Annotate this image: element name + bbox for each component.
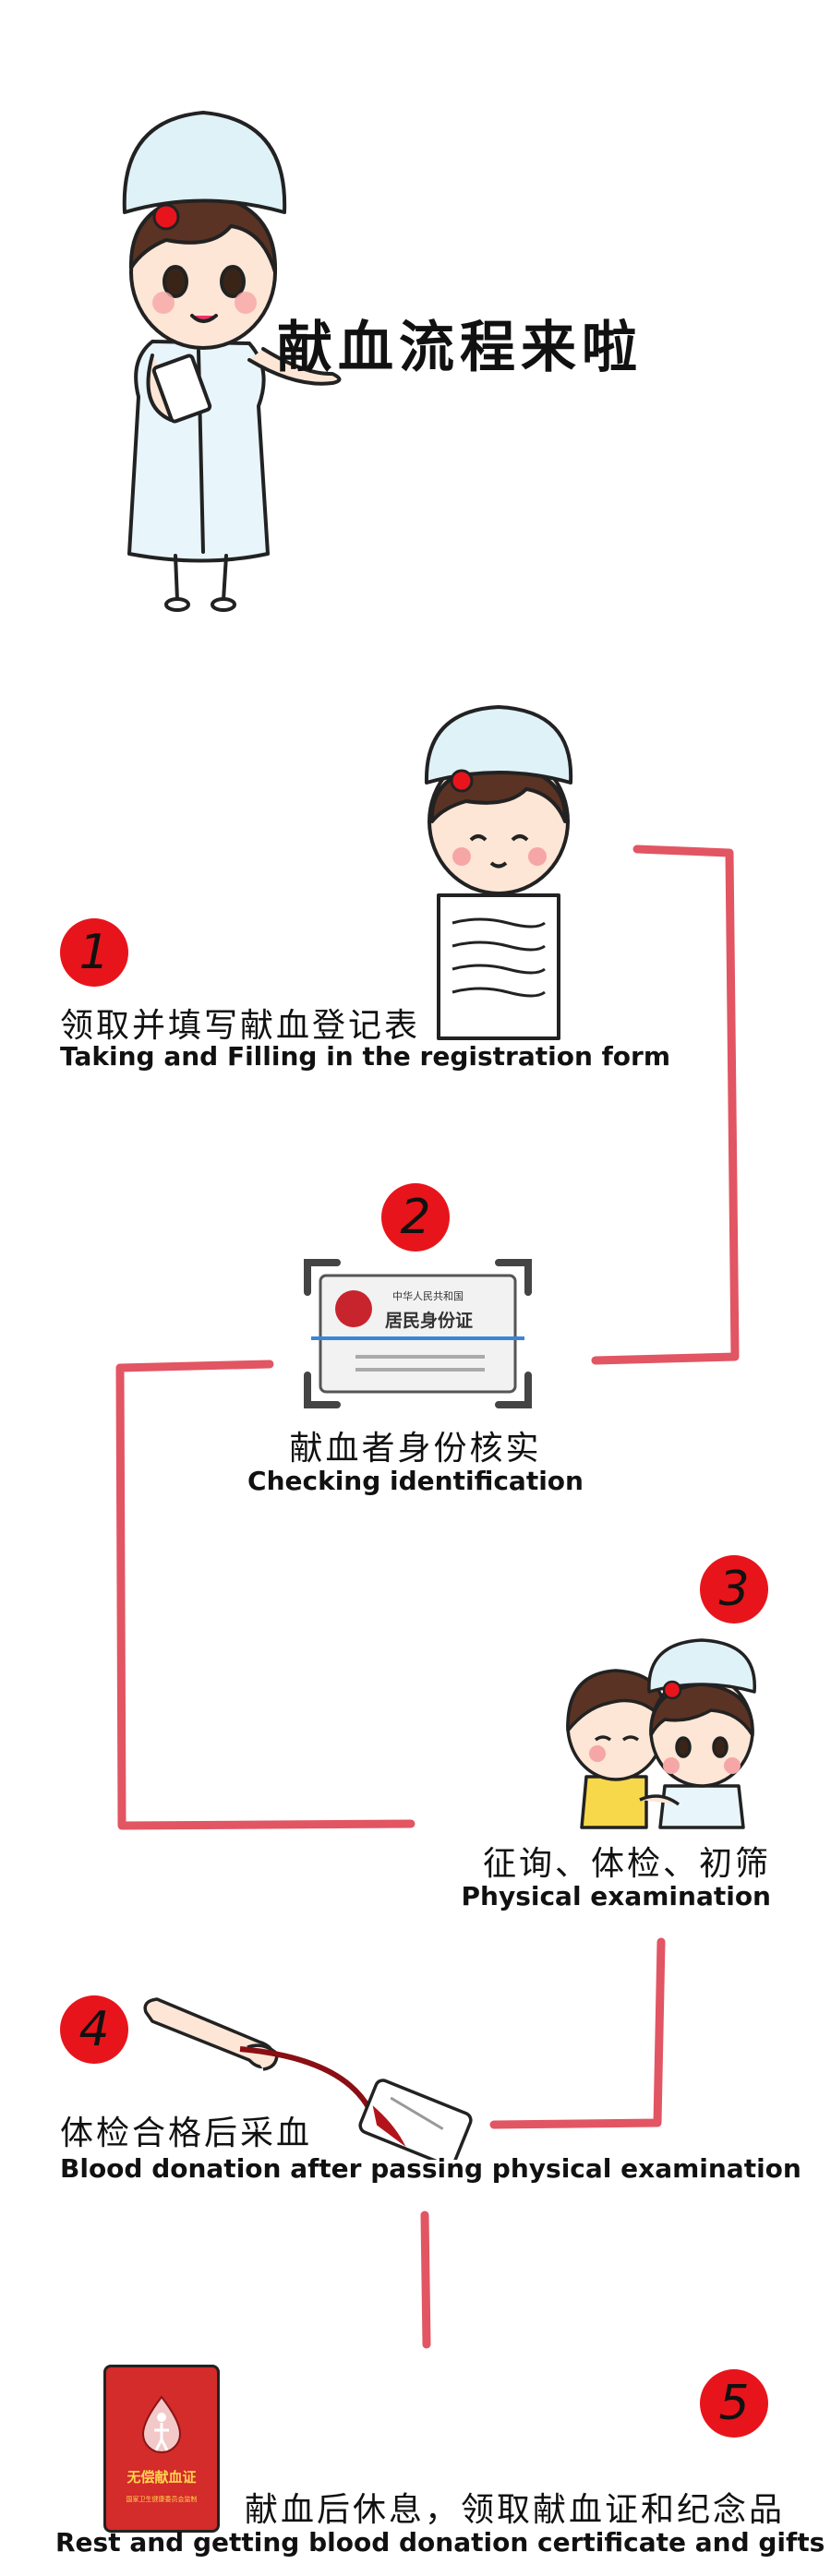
scan-frame-icon: [304, 1259, 532, 1408]
step-4-number: 4: [60, 1995, 128, 2064]
connector-3-4: [489, 1937, 666, 2129]
step-3-title-zh: 征询、体检、初筛: [482, 1845, 771, 1883]
connector-4-5: [420, 2211, 431, 2349]
page-title: 献血流程来啦: [277, 316, 643, 380]
step-5-title-en: Rest and getting blood donation certific…: [55, 2527, 825, 2558]
step-2-number: 2: [381, 1183, 450, 1252]
blood-donation-certificate-icon: 无偿献血证 国家卫生健康委员会监制: [103, 2365, 220, 2533]
nurse-checking-donor-illustration: [566, 1638, 756, 1829]
connector-1-2: [591, 845, 740, 1365]
certificate-subtitle: 国家卫生健康委员会监制: [126, 2496, 198, 2503]
id-card-scan-illustration: 中华人民共和国 居民身份证: [300, 1255, 536, 1412]
step-1-title-zh: 领取并填写献血登记表: [60, 1007, 421, 1045]
step-2-title-en: Checking identification: [247, 1466, 584, 1496]
id-card-country: 中华人民共和国: [392, 1290, 464, 1302]
nurse-mascot-illustration: [122, 111, 342, 612]
step-3-title-en: Physical examination: [461, 1881, 771, 1911]
step-4-title-en: Blood donation after passing physical ex…: [60, 2153, 801, 2184]
step-1-number: 1: [60, 918, 128, 987]
arm-and-blood-bag-illustration: [143, 1997, 473, 2160]
step-5-title-zh: 献血后休息，领取献血证和纪念品: [245, 2491, 786, 2529]
id-card-title: 居民身份证: [385, 1311, 474, 1331]
step-2-title-zh: 献血者身份核实: [289, 1430, 542, 1468]
certificate-title: 无偿献血证: [126, 2469, 197, 2486]
nurse-holding-form-illustration: [424, 705, 573, 1040]
connector-2-3: [115, 1360, 416, 1830]
donor-emblem-icon: [141, 2395, 182, 2453]
step-5-number: 5: [700, 2369, 768, 2438]
step-3-number: 3: [700, 1555, 768, 1623]
step-4-title-zh: 体检合格后采血: [60, 2115, 313, 2152]
step-1-title-en: Taking and Filling in the registration f…: [60, 1041, 671, 1072]
